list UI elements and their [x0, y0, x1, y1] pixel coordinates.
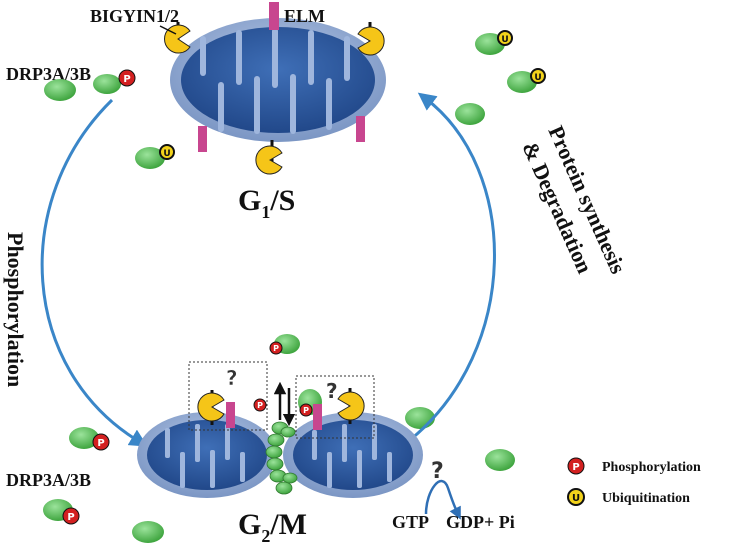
synthesis-degradation-arrow [409, 92, 496, 442]
uncertain-box-right: ? [295, 375, 375, 439]
gtp-label: GTP [392, 512, 429, 532]
svg-text:P: P [273, 344, 279, 353]
drp-constriction-ring [265, 421, 298, 495]
elm-rod-top [198, 2, 365, 152]
legend-ubiquitination: U Ubiquitination [567, 488, 690, 506]
g2m-label: G2/M [238, 508, 307, 546]
phospho-badges: P P P P P P [62, 69, 313, 525]
phosphorylation-arrow-label: Phosphorylation [3, 232, 28, 387]
mitochondrion-g1s [170, 18, 386, 142]
legend-ubiquitination-label: Ubiquitination [602, 491, 690, 506]
legend: P Phosphorylation U Ubiquitination [567, 457, 701, 506]
svg-text:U: U [534, 73, 541, 83]
ubiquitin-icon [567, 488, 585, 506]
uncertain-box-left: ? [188, 361, 268, 431]
phosphorylation-arrow [40, 98, 148, 447]
legend-phosphorylation: P Phosphorylation [567, 457, 701, 475]
svg-text:P: P [572, 462, 579, 473]
gdp-label: GDP+ Pi [446, 512, 515, 532]
svg-text:P: P [97, 438, 104, 449]
equilibrium-arrows [273, 381, 296, 427]
bigyin-label: BIGYIN1/2 [90, 6, 179, 26]
bigyin-protein-top [164, 22, 385, 175]
svg-text:P: P [303, 406, 309, 415]
svg-text:U: U [163, 149, 170, 159]
g1s-label: G1/S [238, 184, 295, 222]
svg-text:U: U [572, 493, 580, 504]
gtp-question-mark: ? [431, 459, 444, 484]
svg-text:?: ? [226, 366, 238, 390]
ubiquitin-badges: U U U [159, 30, 546, 160]
bigyin-pointer [159, 25, 177, 35]
svg-text:U: U [501, 35, 508, 45]
drp-label-bottom: DRP3A/3B [6, 470, 91, 490]
legend-phosphorylation-label: Phosphorylation [602, 460, 701, 475]
drp-label-top: DRP3A/3B [6, 64, 91, 84]
mitochondrion-g2m-right [283, 412, 423, 498]
svg-text:?: ? [326, 379, 338, 403]
elm-label: ELM [284, 6, 325, 26]
phospho-icon [567, 457, 585, 475]
svg-text:P: P [123, 74, 130, 85]
gtp-hydrolysis: ? [424, 459, 461, 520]
svg-text:P: P [67, 512, 74, 523]
svg-text:P: P [257, 401, 263, 410]
mitochondrion-g2m-left [137, 412, 277, 498]
